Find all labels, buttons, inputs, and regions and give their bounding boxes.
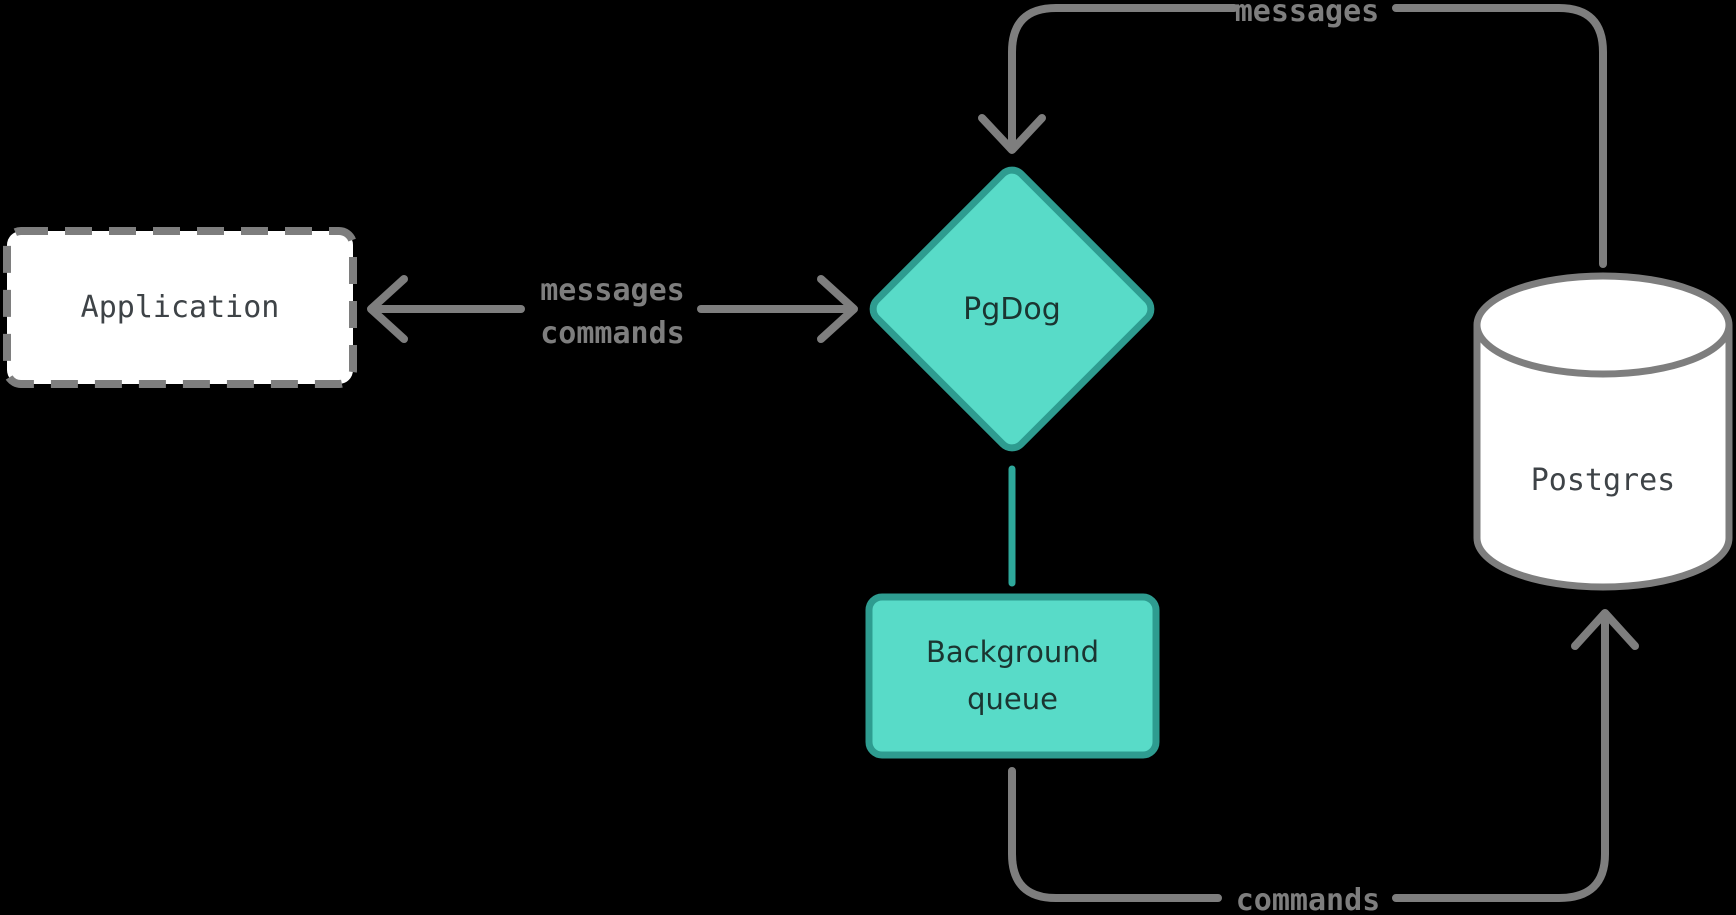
arrowhead-up-icon [1571, 609, 1639, 650]
edge-postgres-to-pgdog [978, 4, 1607, 268]
application-node [3, 227, 357, 388]
arrowhead-down-icon [978, 114, 1046, 154]
edge-postgres-to-pgdog-right-segment [1392, 4, 1607, 268]
edge-queue-to-postgres [1008, 609, 1639, 902]
edge-app-pgdog [367, 275, 858, 343]
arrowhead-left-icon [367, 275, 408, 343]
pgdog-node [869, 166, 1155, 452]
edge-queue-to-postgres-left-segment [1008, 767, 1222, 902]
background-queue-node [865, 593, 1160, 759]
postgres-node [1473, 272, 1733, 591]
edge-queue-to-postgres-right-segment [1392, 612, 1609, 902]
edge-postgres-to-pgdog-left-segment [1008, 4, 1238, 150]
postgres-cylinder-top [1473, 272, 1733, 378]
arrowhead-right-icon [817, 275, 858, 343]
postgres-cylinder-body [1473, 325, 1733, 591]
